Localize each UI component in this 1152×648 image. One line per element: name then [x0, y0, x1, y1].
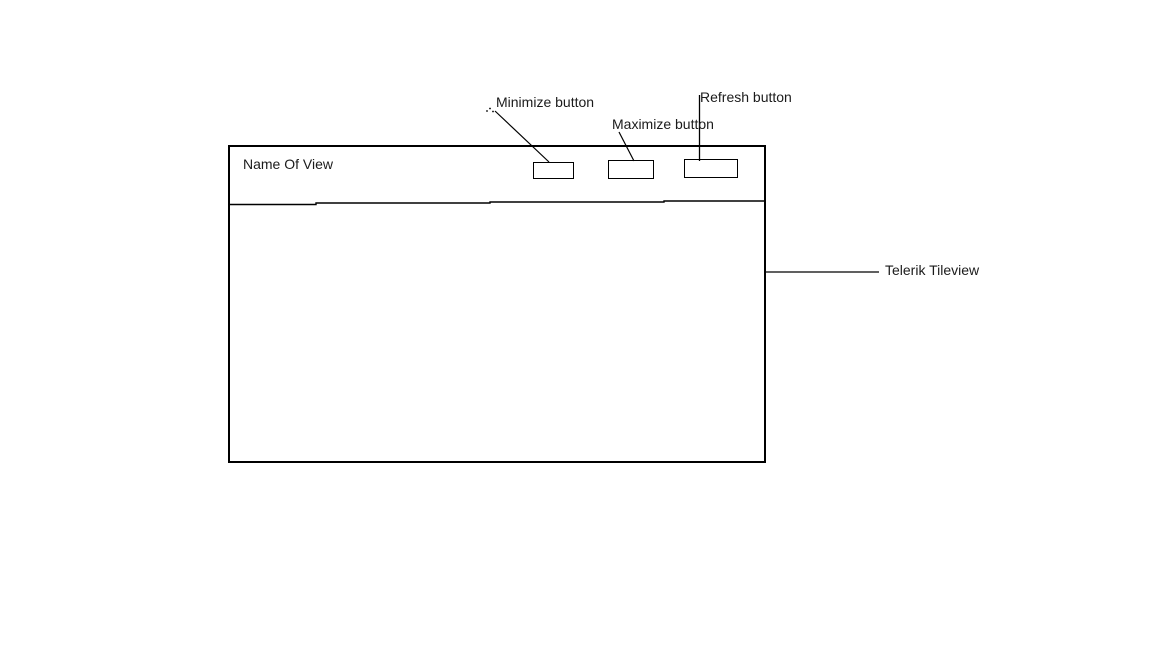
refresh-button[interactable]	[684, 159, 738, 178]
minimize-leader-dot	[486, 110, 488, 112]
tileview-title: Name Of View	[243, 156, 333, 172]
minimize-button[interactable]	[533, 162, 574, 179]
refresh-button-label: Refresh button	[700, 89, 792, 105]
minimize-leader-dot	[489, 107, 491, 110]
minimize-button-label: Minimize button	[496, 94, 595, 110]
maximize-button[interactable]	[608, 160, 654, 179]
telerik-tileview-label: Telerik Tileview	[885, 262, 980, 278]
tileview-box: Name Of View	[228, 145, 766, 463]
minimize-leader-dot	[492, 110, 494, 113]
maximize-button-label: Maximize button	[612, 116, 714, 132]
